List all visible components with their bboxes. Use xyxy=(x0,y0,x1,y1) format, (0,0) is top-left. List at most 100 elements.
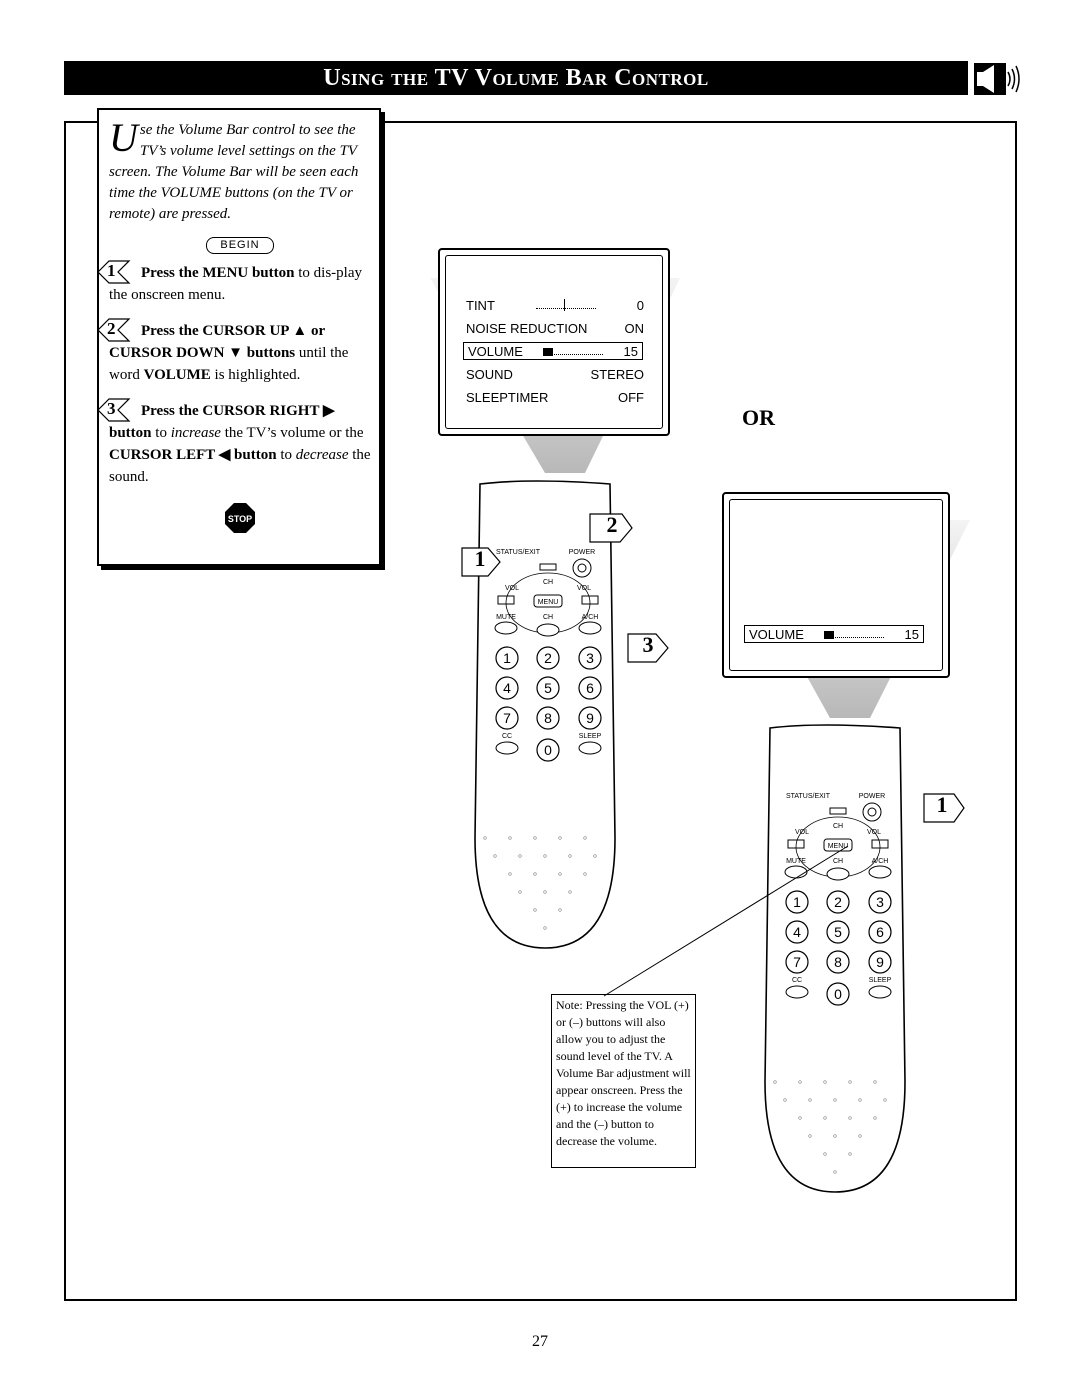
callout-number: 3 xyxy=(643,632,654,657)
step-text-part: is highlighted. xyxy=(210,367,301,383)
speaker-hole xyxy=(783,1098,787,1102)
page-number: 27 xyxy=(532,1333,548,1350)
digit-button-9 xyxy=(578,706,602,730)
speaker-hole xyxy=(533,872,537,876)
vol-down-label: VOL xyxy=(795,829,809,836)
digit-button-9 xyxy=(868,950,892,974)
cc-label: CC xyxy=(792,977,802,984)
digit-label: 2 xyxy=(544,650,552,666)
note-box: Note: Pressing the VOL (+) or (–) button… xyxy=(551,994,696,1168)
digit-label: 5 xyxy=(544,680,552,696)
digit-label: 7 xyxy=(503,710,511,726)
speaker-hole xyxy=(773,1080,777,1084)
power-icon xyxy=(577,563,587,573)
mute-button xyxy=(494,621,518,635)
speaker-hole xyxy=(518,854,522,858)
ch-down-label: CH xyxy=(833,858,843,865)
step-text-part: to dis-play the onscreen menu. xyxy=(109,265,362,303)
speaker-hole xyxy=(543,926,547,930)
menu-row-value: OFF xyxy=(618,389,644,405)
tint-level-bar xyxy=(535,299,596,311)
digit-button-5 xyxy=(536,676,560,700)
digit-label: 6 xyxy=(876,924,884,940)
digit-button-8 xyxy=(536,706,560,730)
menu-row-label: TINT xyxy=(466,297,495,313)
vol-up-button xyxy=(871,839,889,849)
dropcap: U xyxy=(109,115,138,160)
tv-screen-volume xyxy=(722,492,950,678)
callout-tag xyxy=(589,513,633,543)
menu-row-value: STEREO xyxy=(590,366,644,382)
ch-up-label: CH xyxy=(543,579,553,586)
ch-down-button xyxy=(826,867,850,881)
begin-badge: BEGIN xyxy=(206,237,274,254)
speaker-hole xyxy=(558,836,562,840)
ach-label: A/CH xyxy=(582,614,599,621)
menu-row-label: VOLUME xyxy=(468,343,523,359)
step-text: Press the CURSOR RIGHT ▶ button to incre… xyxy=(109,403,371,485)
tv-screen-inner xyxy=(729,499,943,671)
tv-screen-inner xyxy=(445,255,663,429)
power-button xyxy=(862,802,882,822)
speaker-hole xyxy=(493,854,497,858)
volume-bar-display: VOLUME 15 xyxy=(744,625,924,643)
step-text-part: to xyxy=(276,447,296,463)
sleep-label: SLEEP xyxy=(579,733,602,740)
speaker-hole xyxy=(533,836,537,840)
power-label: POWER xyxy=(859,793,885,800)
speaker-hole xyxy=(558,908,562,912)
speaker-hole xyxy=(798,1080,802,1084)
callout-tag xyxy=(923,793,965,823)
digit-label: 4 xyxy=(503,680,511,696)
step-text: Press the CURSOR UP ▲ or CURSOR DOWN ▼ b… xyxy=(109,323,348,383)
sleep-label: SLEEP xyxy=(869,977,892,984)
digit-button-0 xyxy=(536,738,560,762)
speaker-hole xyxy=(518,890,522,894)
step-text-part: Press the MENU button xyxy=(141,265,295,281)
speaker-hole xyxy=(848,1080,852,1084)
vol-up-label: VOL xyxy=(867,829,881,836)
speaker-hole xyxy=(833,1170,837,1174)
menu-row-value: 15 xyxy=(623,343,638,359)
digit-button-8 xyxy=(826,950,850,974)
digit-label: 8 xyxy=(834,954,842,970)
intro-body: se the Volume Bar control to see the TV’… xyxy=(109,122,359,222)
speaker-hole xyxy=(568,890,572,894)
status-exit-label: STATUS/EXIT xyxy=(496,549,541,556)
digit-button-4 xyxy=(785,920,809,944)
ch-up-button xyxy=(539,563,557,571)
volume-level-bar xyxy=(543,347,604,356)
speaker-hole xyxy=(583,836,587,840)
digit-label: 8 xyxy=(544,710,552,726)
menu-label: MENU xyxy=(538,599,559,606)
digit-button-0 xyxy=(826,982,850,1006)
status-exit-label: STATUS/EXIT xyxy=(786,793,831,800)
digit-button-7 xyxy=(495,706,519,730)
speaker-hole xyxy=(543,854,547,858)
menu-button xyxy=(533,594,563,608)
ch-down-label: CH xyxy=(543,614,553,621)
digit-label: 7 xyxy=(793,954,801,970)
vol-down-button xyxy=(787,839,805,849)
speaker-hole xyxy=(858,1098,862,1102)
ch-up-button xyxy=(829,807,847,815)
speaker-hole xyxy=(508,836,512,840)
note-text: Note: Pressing the VOL (+) or (–) button… xyxy=(556,998,691,1148)
vol-up-button xyxy=(581,595,599,605)
step-text-part: to xyxy=(151,425,171,441)
digit-button-2 xyxy=(536,646,560,670)
step-text-part: the TV’s volume or the xyxy=(220,425,364,441)
step-text-part: the sound. xyxy=(109,447,371,485)
step-text-part: Press the CURSOR UP ▲ or CURSOR DOWN ▼ b… xyxy=(109,323,325,361)
volume-bar-label: VOLUME xyxy=(749,626,804,642)
volume-level-bar xyxy=(824,630,885,639)
volume-bar-value: 15 xyxy=(904,626,919,642)
menu-label: MENU xyxy=(828,843,849,850)
